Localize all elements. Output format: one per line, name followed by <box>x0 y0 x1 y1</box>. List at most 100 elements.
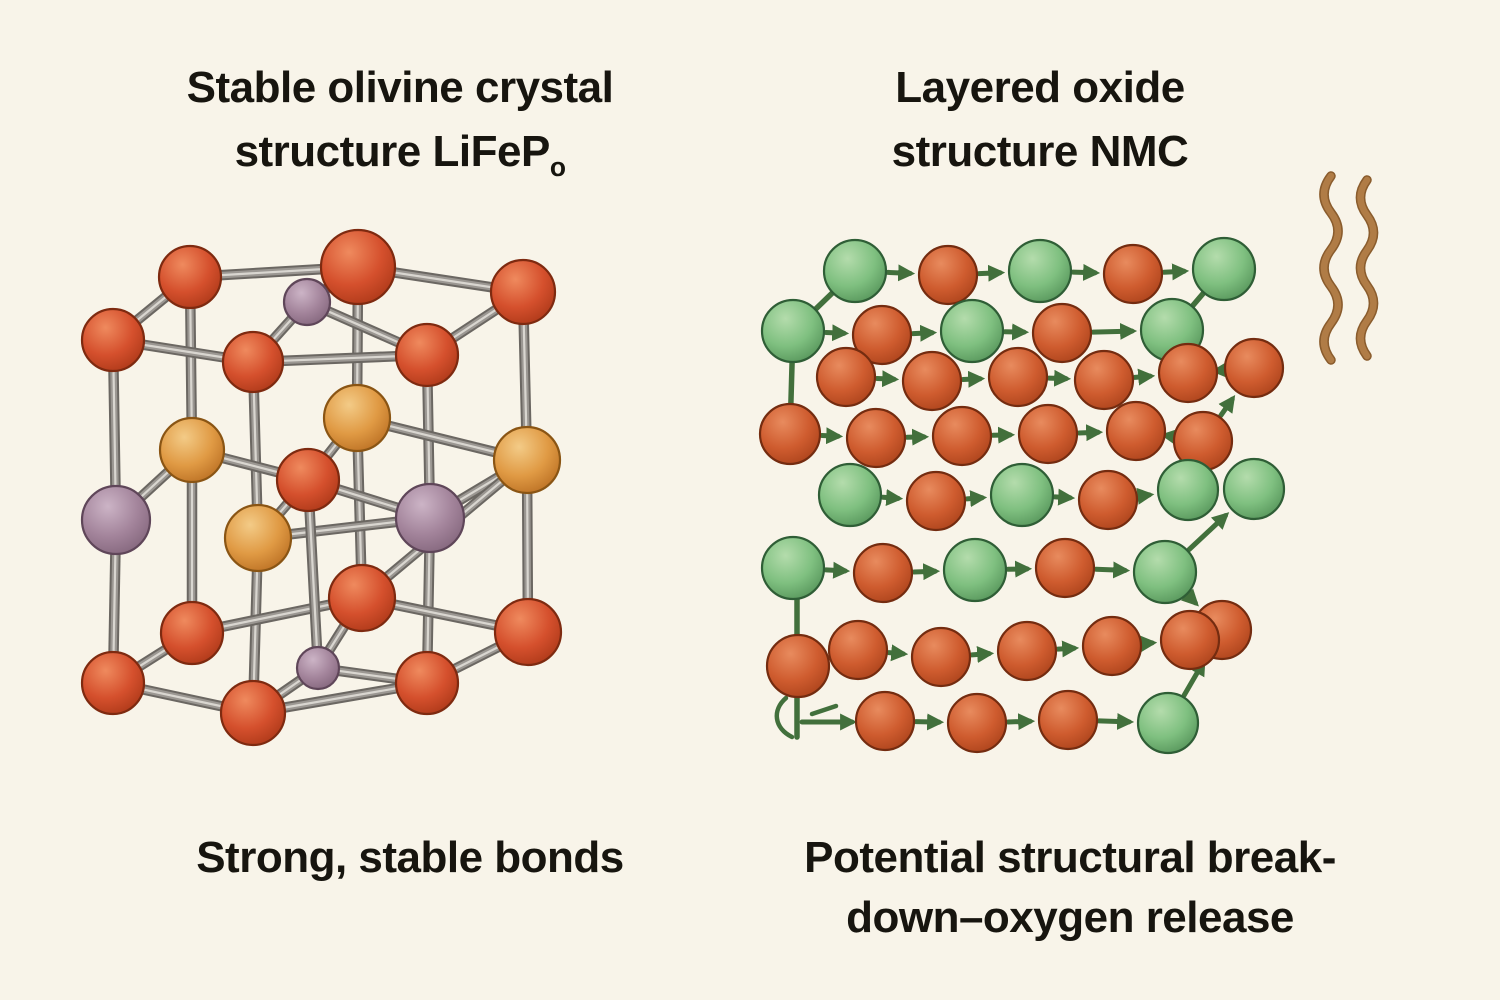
atom-green <box>760 535 826 601</box>
atom-rust <box>931 405 993 467</box>
atom-green <box>817 462 883 528</box>
atom-rust <box>1102 243 1164 305</box>
migration-arrow <box>1096 712 1135 730</box>
atom-rust <box>1159 609 1221 671</box>
atom-green <box>942 537 1008 603</box>
connector-line <box>774 695 795 740</box>
migration-arrow <box>1132 368 1156 386</box>
atom-green <box>939 298 1005 364</box>
atom-red <box>327 563 397 633</box>
left-panel-caption: Strong, stable bonds <box>130 828 690 888</box>
atom-red <box>80 307 146 373</box>
atom-green <box>760 298 826 364</box>
atom-rust <box>1077 469 1139 531</box>
atom-green <box>1007 238 1073 304</box>
atom-rust <box>765 633 831 699</box>
atom-red <box>319 228 397 306</box>
migration-arrow <box>1046 369 1072 387</box>
right-title-line1: Layered oxide <box>895 63 1185 112</box>
atom-rust <box>1034 537 1096 599</box>
nmc-structure <box>758 236 1286 755</box>
migration-arrow <box>964 490 988 508</box>
migration-arrow <box>913 713 945 731</box>
atom-purple <box>295 645 341 691</box>
right-title-line2: structure NMC <box>891 127 1189 176</box>
atom-red <box>159 600 225 666</box>
atom-red <box>80 650 146 716</box>
migration-arrow <box>886 644 909 662</box>
migration-arrow <box>960 370 986 388</box>
left-title-subscript: o <box>549 151 566 182</box>
atom-rust <box>1223 337 1285 399</box>
migration-arrow <box>1055 640 1080 658</box>
migration-arrow <box>880 489 904 507</box>
migration-arrow <box>1070 263 1101 281</box>
migration-arrow <box>819 427 844 445</box>
atom-rust <box>1037 689 1099 751</box>
connector-line <box>809 703 839 717</box>
atom-red <box>489 258 557 326</box>
atom-rust <box>815 346 877 408</box>
migration-arrow <box>823 561 851 579</box>
atom-rust <box>917 244 979 306</box>
atom-rust <box>1081 615 1143 677</box>
atom-rust <box>987 346 1049 408</box>
heat-wave-icon <box>1357 176 1377 360</box>
migration-arrow <box>969 645 995 663</box>
right-panel-title: Layered oxide structure NMC <box>795 56 1285 184</box>
atom-green <box>1191 236 1257 302</box>
migration-arrow <box>1186 512 1230 552</box>
atom-rust <box>901 350 963 412</box>
atom-red <box>394 650 460 716</box>
right-panel-caption: Potential structural break- down–oxygen … <box>760 828 1380 948</box>
migration-arrow <box>823 324 850 342</box>
left-caption-text: Strong, stable bonds <box>196 833 624 882</box>
atom-red <box>394 322 460 388</box>
atom-rust <box>827 619 889 681</box>
migration-arrow <box>1139 635 1158 653</box>
migration-arrow <box>1005 713 1036 731</box>
atom-orange <box>492 425 562 495</box>
atom-rust <box>852 542 914 604</box>
right-caption-line2: down–oxygen release <box>846 893 1294 942</box>
migration-arrow <box>1090 322 1138 340</box>
atom-rust <box>905 470 967 532</box>
atom-rust <box>851 304 913 366</box>
left-title-line2: structure LiFePo <box>234 127 566 182</box>
atom-rust <box>946 692 1008 754</box>
migration-arrow <box>885 264 916 282</box>
heat-waves <box>1319 171 1379 365</box>
atom-purple <box>394 482 466 554</box>
heat-wave-icon <box>1320 172 1342 364</box>
migration-arrow <box>1076 424 1104 442</box>
atom-rust <box>996 620 1058 682</box>
atom-red <box>275 447 341 513</box>
atom-red <box>157 244 223 310</box>
migration-arrow <box>874 370 900 388</box>
migration-arrow <box>1136 487 1155 505</box>
atom-rust <box>1031 302 1093 364</box>
atom-purple <box>80 484 152 556</box>
migration-arrow <box>1052 488 1076 506</box>
right-caption-line1: Potential structural break- <box>804 833 1336 882</box>
atom-green <box>822 238 888 304</box>
atom-green <box>1222 457 1286 521</box>
migration-arrow <box>910 324 938 342</box>
left-title-line1: Stable olivine crystal <box>186 63 614 112</box>
atom-orange <box>223 503 293 573</box>
atom-rust <box>910 626 972 688</box>
migration-arrow <box>911 563 941 581</box>
atom-red <box>219 679 287 747</box>
atom-rust <box>854 690 916 752</box>
atom-green <box>1136 691 1200 755</box>
atom-rust <box>845 407 907 469</box>
atom-green <box>1156 458 1220 522</box>
atom-purple <box>282 277 332 327</box>
migration-arrow <box>976 264 1006 282</box>
atom-orange <box>322 383 392 453</box>
atom-green <box>1132 539 1198 605</box>
migration-arrow <box>1218 394 1236 419</box>
atom-green <box>989 462 1055 528</box>
atom-rust <box>758 402 822 466</box>
